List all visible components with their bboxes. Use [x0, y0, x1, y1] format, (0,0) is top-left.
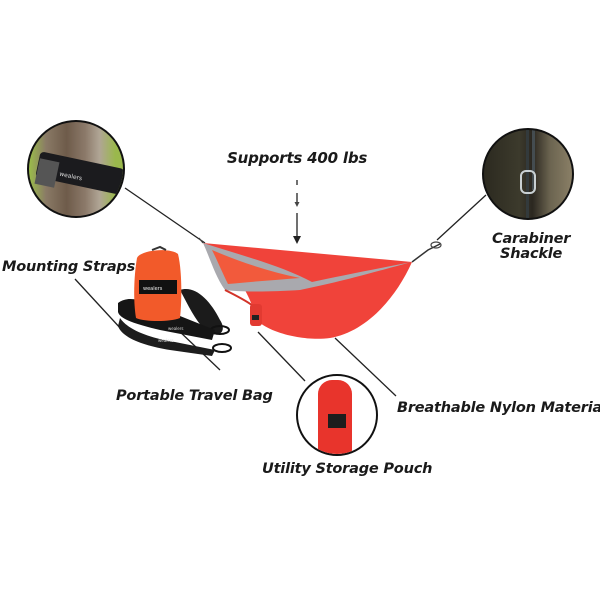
svg-text:wealers: wealers [158, 338, 173, 343]
label-breathable-nylon: Breathable Nylon Material [397, 400, 600, 416]
label-portable-travel-bag: Portable Travel Bag [116, 388, 273, 404]
connector-line-nylon [334, 337, 397, 397]
connector-line-carabiner [436, 194, 487, 241]
strap-on-tree-detail-image: wealers [27, 120, 125, 218]
connector-line-mounting-straps [74, 278, 123, 331]
label-shackle: Shackle [500, 246, 563, 262]
svg-text:wealers: wealers [168, 326, 183, 331]
carabiner-icon [520, 170, 536, 194]
label-utility-storage-pouch: Utility Storage Pouch [262, 461, 433, 477]
label-carabiner: Carabiner [492, 231, 571, 247]
carabiner-detail-image [482, 128, 574, 220]
hammock-image [198, 237, 442, 339]
arrowhead-icon [293, 236, 301, 244]
label-mounting-straps: Mounting Straps [2, 259, 136, 275]
storage-pouch-detail-image [296, 374, 378, 456]
travel-bag-and-straps-image: wealers wealers wealers [118, 245, 232, 356]
connector-line-pouch [257, 331, 306, 382]
label-supports-400-lbs: Supports 400 lbs [227, 149, 368, 167]
svg-text:wealers: wealers [143, 286, 163, 292]
connector-line-strap [124, 187, 206, 244]
